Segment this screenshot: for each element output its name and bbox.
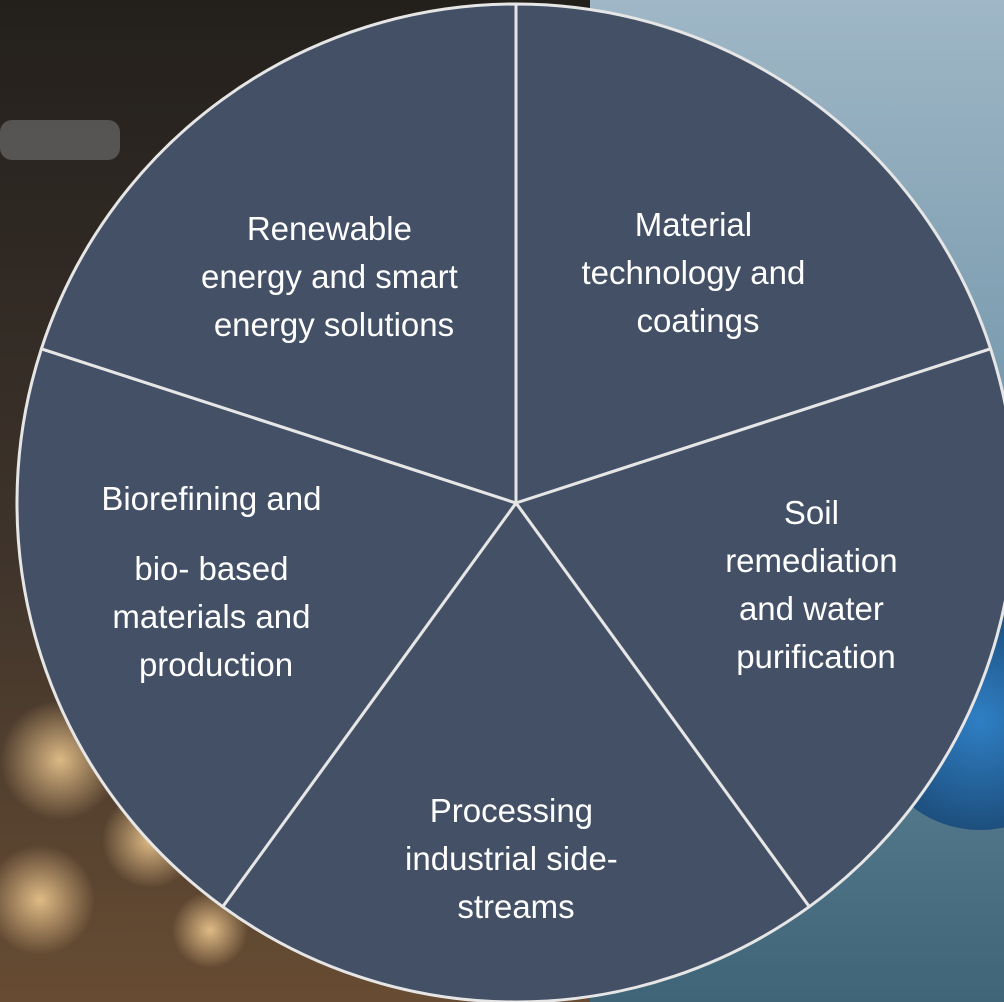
wheel-segments [15, 2, 1004, 1002]
label-industrial-side-streams: Processing industrial side- streams [405, 792, 627, 925]
label-renewable-energy: Renewable energy and smart energy soluti… [201, 210, 467, 343]
wheel-labels: Renewable energy and smart energy soluti… [101, 206, 907, 925]
label-material-technology: Material technology and coatings [581, 206, 814, 339]
segment-soil-remediation [514, 347, 1004, 909]
label-soil-remediation: Soil remediation and water purification [725, 494, 907, 675]
segment-renewable-energy [39, 2, 518, 505]
segment-material-technology [514, 2, 993, 505]
segment-biorefining [15, 347, 518, 909]
label-biorefining: Biorefining and bio- based materials and… [101, 480, 330, 683]
